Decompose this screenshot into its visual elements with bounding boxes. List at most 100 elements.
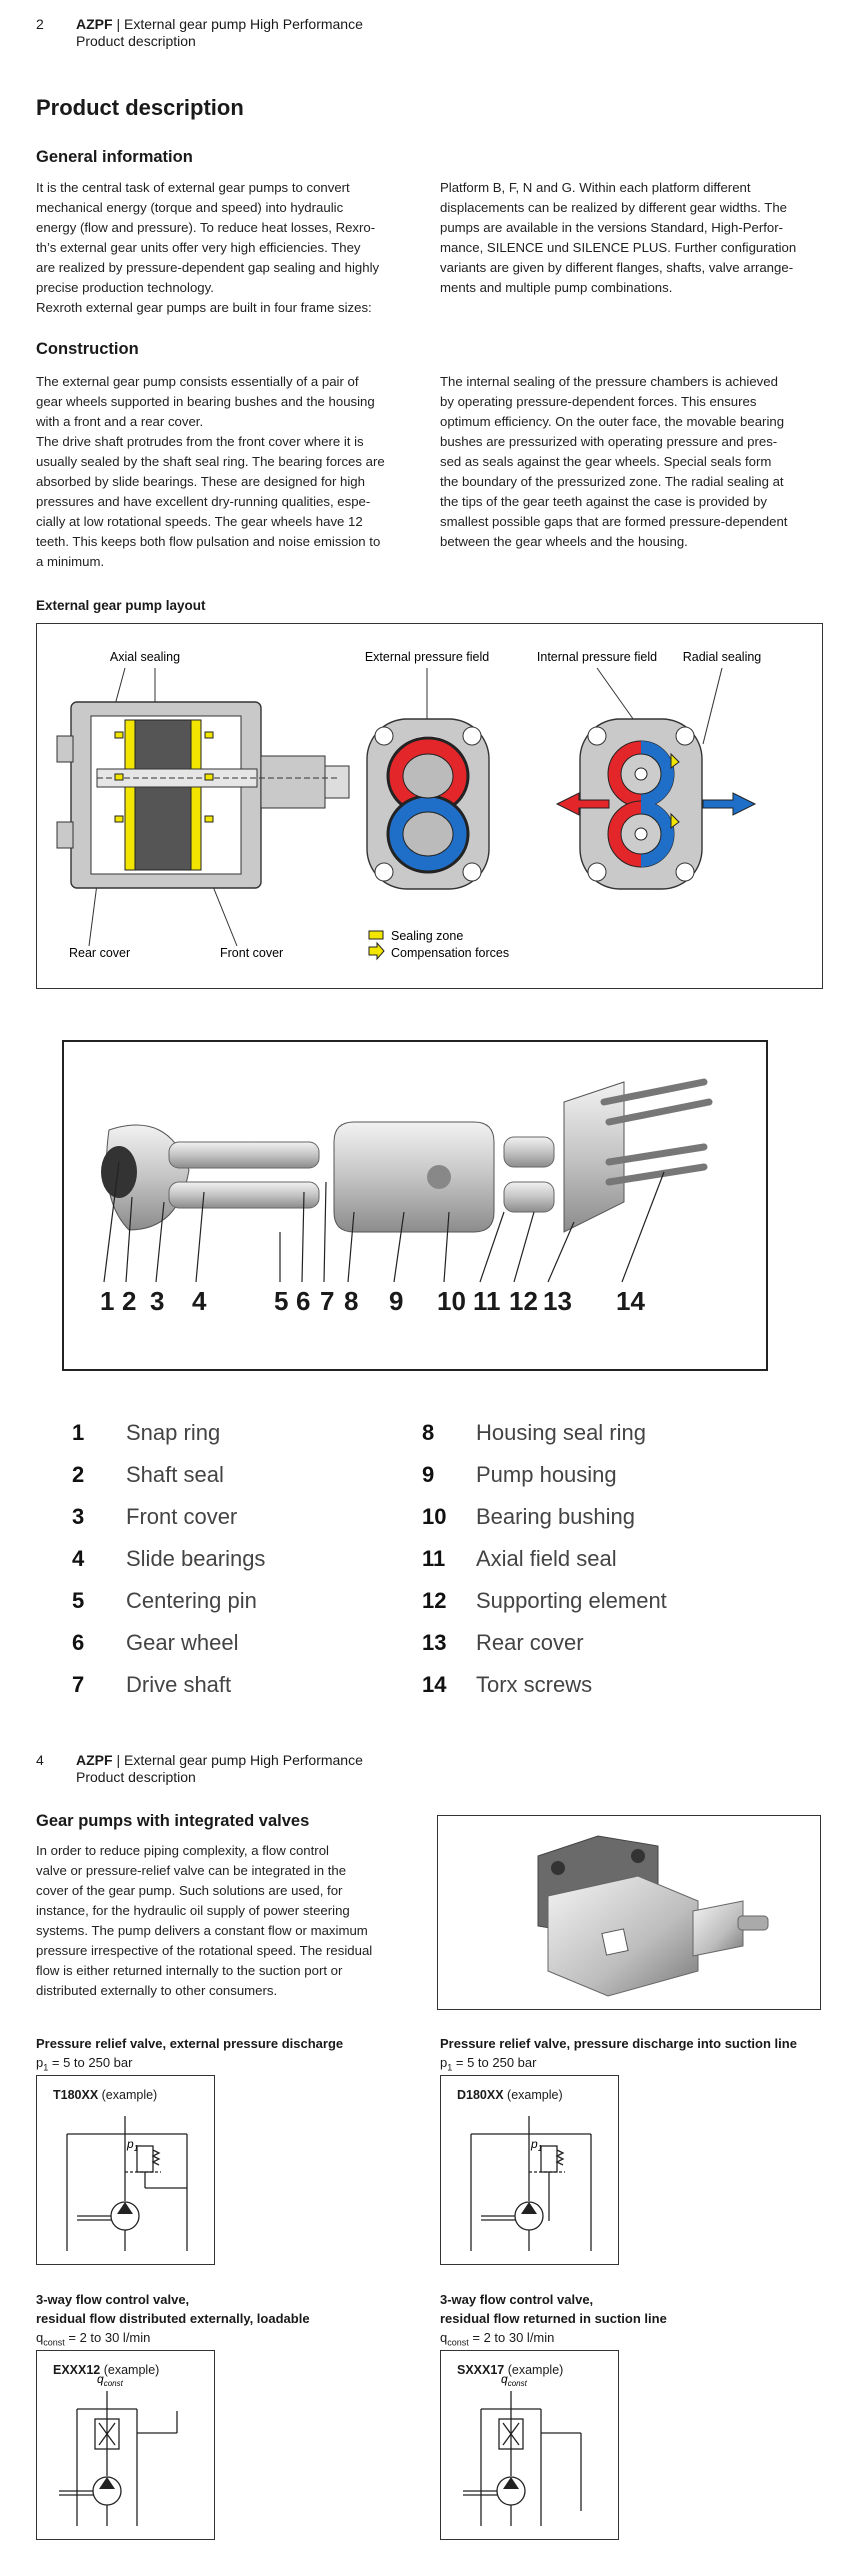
text-line: valve or pressure-relief valve can be in… xyxy=(36,1863,347,1878)
exploded-callout-number: 11 xyxy=(473,1286,501,1316)
part-number: 5 xyxy=(72,1588,85,1613)
page4-running-header: AZPF | External gear pump High Performan… xyxy=(76,1752,363,1785)
exploded-callout-number: 2 xyxy=(122,1286,137,1316)
variant-example: (example) xyxy=(504,2363,564,2377)
layout-heading: External gear pump layout xyxy=(36,598,206,613)
part-number: 6 xyxy=(72,1630,85,1655)
general-heading: General information xyxy=(36,148,193,166)
text-line: mance, SILENCE und SILENCE PLUS. Further… xyxy=(440,240,797,255)
part-number: 9 xyxy=(422,1462,435,1487)
exploded-callout-number: 6 xyxy=(296,1286,311,1316)
text-line: mechanical energy (torque and speed) int… xyxy=(36,200,344,215)
label-rear-cover: Rear cover xyxy=(69,946,130,960)
sealing-zone-swatch xyxy=(368,930,384,940)
param-symbol: q xyxy=(440,2330,448,2345)
label-internal-pressure-field: Internal pressure field xyxy=(537,650,657,664)
variant-title: residual flow distributed externally, lo… xyxy=(36,2311,310,2326)
param-value: = 5 to 250 bar xyxy=(48,2055,133,2070)
construction-heading: Construction xyxy=(36,340,139,358)
label-front-cover: Front cover xyxy=(220,946,283,960)
text-line: are realized by pressure-dependent gap s… xyxy=(36,260,380,275)
part-number: 10 xyxy=(422,1504,447,1529)
text-line: sed as seals against the gear wheels. Sp… xyxy=(440,454,772,469)
hydraulic-symbol-box: SXXX17 (example)qconst xyxy=(440,2350,619,2540)
variant-code-line: EXXX12 (example) xyxy=(53,2363,159,2377)
text-line: optimum efficiency. On the outer face, t… xyxy=(440,414,785,429)
variant-title: Pressure relief valve, external pressure… xyxy=(36,2036,344,2051)
page-number: 2 xyxy=(36,16,44,32)
param-symbol: p xyxy=(440,2055,448,2070)
param-value: = 2 to 30 l/min xyxy=(64,2330,151,2345)
part-number: 2 xyxy=(72,1462,85,1487)
part-label: Drive shaft xyxy=(126,1672,232,1697)
part-number: 8 xyxy=(422,1420,435,1445)
legend-sealing-zone: Sealing zone xyxy=(391,929,463,943)
exploded-callout-number: 3 xyxy=(150,1286,165,1316)
text-line: th’s external gear units offer very high… xyxy=(36,240,361,255)
variant-code-line: SXXX17 (example) xyxy=(457,2363,563,2377)
external-pressure-field-view xyxy=(366,718,490,890)
flow-control-valve-symbol: qconst xyxy=(463,2372,582,2526)
variant-code-line: T180XX (example) xyxy=(53,2088,157,2102)
text-line: pressures and have excellent dry-running… xyxy=(36,494,371,509)
section-view xyxy=(56,701,350,889)
valves-text: In order to reduce piping complexity, a … xyxy=(36,1841,436,2001)
hydraulic-symbol-box: D180XX (example)p1 xyxy=(440,2075,619,2265)
text-line: the boundary of the pressurized zone. Th… xyxy=(440,474,784,489)
flow-control-valve-symbol: qconst xyxy=(59,2372,178,2526)
part-label: Bearing bushing xyxy=(476,1504,636,1529)
text-line: Rexroth external gear pumps are built in… xyxy=(36,300,372,315)
part-number: 13 xyxy=(422,1630,447,1655)
pump-photo xyxy=(437,1815,821,2010)
text-line: flow is either returned internally to th… xyxy=(36,1963,343,1978)
page4-brand: AZPF xyxy=(76,1752,113,1768)
text-line: smallest possible gaps that are formed p… xyxy=(440,514,788,529)
text-line: cover of the gear pump. Such solutions a… xyxy=(36,1883,343,1898)
text-line: usually sealed by the shaft seal ring. T… xyxy=(36,454,385,469)
variant-code: D180XX xyxy=(457,2088,504,2102)
param-symbol: p xyxy=(36,2055,44,2070)
param-subscript: 1 xyxy=(447,2062,453,2073)
valves-heading: Gear pumps with integrated valves xyxy=(36,1812,310,1830)
variant-parameter: p1 = 5 to 250 bar xyxy=(440,2055,536,2073)
variant-title: Pressure relief valve, pressure discharg… xyxy=(440,2036,797,2051)
text-line: The drive shaft protrudes from the front… xyxy=(36,434,364,449)
part-label: Snap ring xyxy=(126,1420,221,1445)
variant-example: (example) xyxy=(98,2088,158,2102)
text-line: ments and multiple pump combinations. xyxy=(440,280,673,295)
part-number: 1 xyxy=(72,1420,85,1445)
exploded-callout-number: 10 xyxy=(437,1286,466,1316)
variant-example: (example) xyxy=(100,2363,160,2377)
construction-right-text: The internal sealing of the pressure cha… xyxy=(440,372,835,552)
text-line: distributed externally to other consumer… xyxy=(36,1983,278,1998)
gear-pump-layout-figure: Axial sealing External pressure field In… xyxy=(56,650,761,961)
compensation-forces-arrow-icon xyxy=(368,941,385,961)
internal-pressure-field-view xyxy=(555,718,757,890)
header-title: External gear pump High Performance xyxy=(123,16,363,32)
variant-code: EXXX12 xyxy=(53,2363,101,2377)
text-line: The internal sealing of the pressure cha… xyxy=(440,374,778,389)
part-number: 11 xyxy=(422,1546,446,1571)
variant-title: residual flow returned in suction line xyxy=(440,2311,667,2326)
text-line: with a front and a rear cover. xyxy=(36,414,204,429)
param-symbol: q xyxy=(36,2330,44,2345)
part-label: Gear wheel xyxy=(126,1630,239,1655)
param-value: = 5 to 250 bar xyxy=(452,2055,537,2070)
text-line: gear wheels supported in bearing bushes … xyxy=(36,394,375,409)
text-line: It is the central task of external gear … xyxy=(36,180,350,195)
text-line: energy (flow and pressure). To reduce he… xyxy=(36,220,376,235)
pressure-relief-valve-symbol: p1 xyxy=(470,2116,592,2251)
exploded-callout-number: 7 xyxy=(320,1286,335,1316)
variant-parameter: p1 = 5 to 250 bar xyxy=(36,2055,132,2073)
layout-diagram: Axial sealing External pressure field In… xyxy=(36,623,823,989)
exploded-view-figure xyxy=(101,1078,713,1283)
variant-parameter: qconst = 2 to 30 l/min xyxy=(36,2330,150,2348)
exploded-callout-number: 13 xyxy=(543,1286,572,1316)
part-label: Shaft seal xyxy=(126,1462,224,1487)
construction-left-text: The external gear pump consists essentia… xyxy=(36,372,436,572)
variant-code: T180XX xyxy=(53,2088,99,2102)
text-line: Platform B, F, N and G. Within each plat… xyxy=(440,180,751,195)
param-subscript: const xyxy=(43,2337,65,2348)
text-line: bushes are pressurized with operating pr… xyxy=(440,434,778,449)
